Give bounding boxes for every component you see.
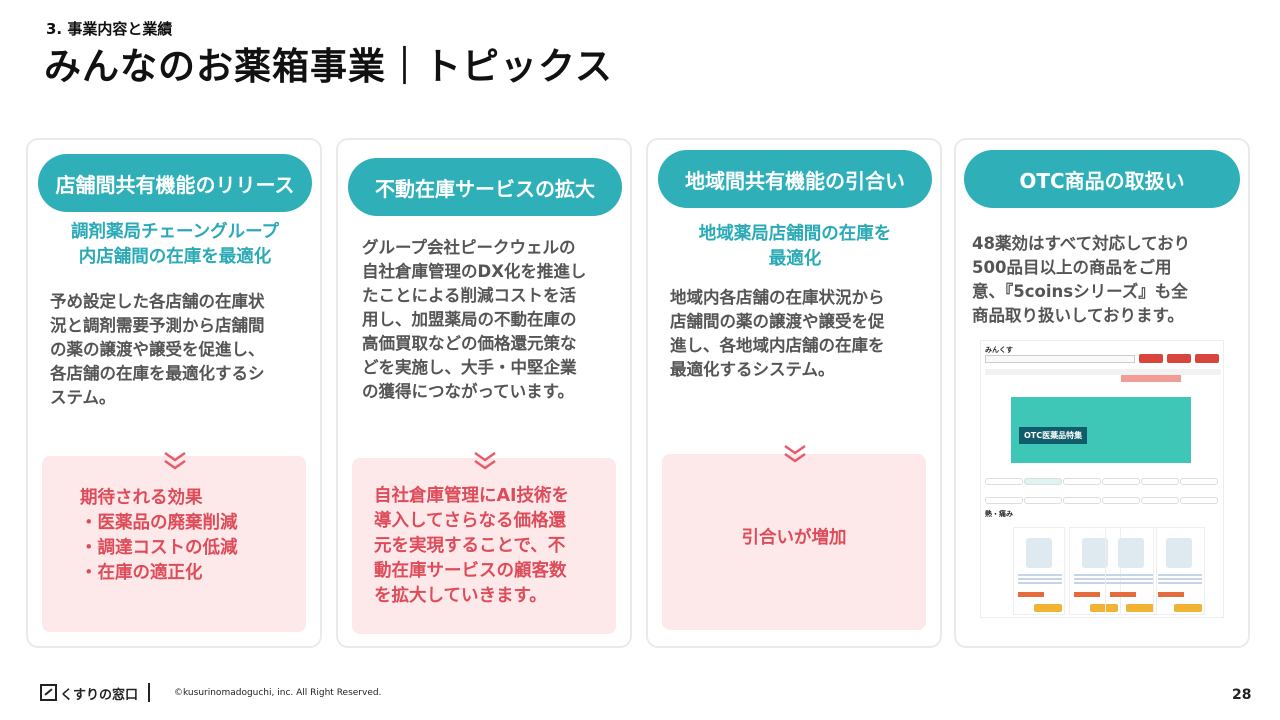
card-body-line: 意、『5coinsシリーズ』も全 bbox=[972, 282, 1188, 301]
result-line: 元を実現することで、不 bbox=[374, 536, 566, 556]
site-tag bbox=[1024, 497, 1062, 504]
site-category-tags bbox=[985, 473, 1221, 511]
site-product-card bbox=[1153, 527, 1205, 615]
card-body-line: ステム。 bbox=[50, 388, 116, 407]
site-points bbox=[1121, 375, 1181, 382]
card-body: 48薬効はすべて対応しており 500品目以上の商品をご用 意、『5coinsシリ… bbox=[972, 232, 1242, 328]
site-tag bbox=[1141, 478, 1179, 485]
card-title-pill: 店舗間共有機能のリリース bbox=[38, 154, 312, 212]
card-body-line: 自社倉庫管理のDX化を推進し bbox=[362, 262, 587, 281]
footer-logo-text: くすりの窓口 bbox=[60, 688, 139, 703]
card-body-line: 況と調剤需要予測から店舗間 bbox=[50, 316, 265, 335]
double-chevron-down-icon bbox=[164, 451, 186, 470]
card-heading-line: 地域薬局店舗間の在庫を bbox=[698, 224, 892, 244]
site-tag bbox=[1180, 497, 1218, 504]
card-body-line: どを実施し、大手・中堅企業 bbox=[362, 358, 577, 377]
footer-divider bbox=[148, 683, 150, 702]
card-body-line: 進し、各地域内店舗の在庫を bbox=[670, 336, 885, 355]
card-body-line: 商品取り扱いしております。 bbox=[972, 306, 1184, 325]
site-tag bbox=[1102, 497, 1140, 504]
result-line: ・調達コストの低減 bbox=[80, 538, 238, 558]
kusurinomadoguchi-logo-icon bbox=[40, 684, 57, 701]
card-heading-line: 最適化 bbox=[768, 249, 822, 269]
card-body-line: 500品目以上の商品をご用 bbox=[972, 258, 1172, 277]
section-label: 3. 事業内容と業績 bbox=[46, 20, 173, 38]
site-tag bbox=[1063, 497, 1101, 504]
card-body-line: 高価買取などの価格還元策な bbox=[362, 334, 577, 353]
site-button bbox=[1139, 354, 1163, 363]
site-button bbox=[1195, 354, 1219, 363]
result-line: 導入してさらなる価格還 bbox=[374, 511, 566, 531]
site-tag bbox=[1141, 497, 1179, 504]
card-body-line: 予め設定した各店舗の在庫状 bbox=[50, 292, 265, 311]
card-body-line: の薬の譲渡や譲受を促進し、 bbox=[50, 340, 265, 359]
card-title-pill: OTC商品の取扱い bbox=[964, 150, 1240, 208]
result-line: ・在庫の適正化 bbox=[80, 563, 203, 583]
result-line: 期待される効果 bbox=[80, 488, 203, 508]
double-chevron-down-icon bbox=[474, 451, 496, 470]
result-text: 期待される効果 ・医薬品の廃棄削減 ・調達コストの低減 ・在庫の適正化 bbox=[80, 486, 300, 586]
card-title-pill: 地域間共有機能の引合い bbox=[658, 150, 932, 208]
result-text: 引合いが増加 bbox=[662, 526, 926, 551]
card-body-line: 店舗間の薬の譲渡や譲受を促 bbox=[670, 312, 885, 331]
topic-card-dead-stock: 不動在庫サービスの拡大 グループ会社ピークウェルの 自社倉庫管理のDX化を推進し… bbox=[336, 138, 632, 648]
result-text: 自社倉庫管理にAI技術を 導入してさらなる価格還 元を実現することで、不 動在庫… bbox=[374, 484, 610, 609]
card-body-line: 最適化するシステム。 bbox=[670, 360, 835, 379]
card-body-line: の獲得につながっています。 bbox=[362, 382, 575, 401]
card-title-pill: 不動在庫サービスの拡大 bbox=[348, 158, 622, 216]
result-box bbox=[662, 454, 926, 630]
site-button bbox=[1167, 354, 1191, 363]
double-chevron-down-icon bbox=[784, 444, 806, 463]
card-body: 予め設定した各店舗の在庫状 況と調剤需要予測から店舗間 の薬の譲渡や譲受を促進し… bbox=[50, 290, 312, 410]
card-body: 地域内各店舗の在庫状況から 店舗間の薬の譲渡や譲受を促 進し、各地域内店舗の在庫… bbox=[670, 286, 932, 382]
site-tag bbox=[1024, 478, 1062, 485]
site-tag bbox=[985, 497, 1023, 504]
page-title: みんなのお薬箱事業｜トピックス bbox=[44, 45, 613, 88]
page-number: 28 bbox=[1232, 687, 1252, 703]
site-banner-title: OTC医薬品特集 bbox=[1019, 427, 1088, 444]
topic-card-regional-sharing: 地域間共有機能の引合い 地域薬局店舗間の在庫を 最適化 地域内各店舗の在庫状況か… bbox=[646, 138, 942, 648]
site-product-card bbox=[1069, 527, 1121, 615]
topic-card-store-sharing: 店舗間共有機能のリリース 調剤薬局チェーングループ 内店舗間の在庫を最適化 予め… bbox=[26, 138, 322, 648]
card-heading-line: 調剤薬局チェーングループ bbox=[70, 222, 280, 242]
result-line: ・医薬品の廃棄削減 bbox=[80, 513, 238, 533]
card-body-line: グループ会社ピークウェルの bbox=[362, 238, 576, 257]
card-body-line: 用し、加盟薬局の不動在庫の bbox=[362, 310, 577, 329]
card-body-line: 各店舗の在庫を最適化するシ bbox=[50, 364, 265, 383]
result-box bbox=[42, 456, 306, 632]
otc-site-screenshot: みんくす OTC医薬品特集 熱・痛み bbox=[980, 340, 1224, 618]
site-logo: みんくす bbox=[985, 346, 1013, 354]
site-section-title: 熱・痛み bbox=[985, 510, 1013, 518]
result-line: 動在庫サービスの顧客数 bbox=[374, 561, 567, 581]
card-heading: 地域薬局店舗間の在庫を 最適化 bbox=[662, 222, 928, 272]
result-line: 引合いが増加 bbox=[741, 528, 847, 548]
site-tag bbox=[985, 478, 1023, 485]
result-box bbox=[352, 458, 616, 634]
site-search-bar bbox=[985, 355, 1135, 363]
card-heading-line: 内店舗間の在庫を最適化 bbox=[78, 247, 272, 267]
site-tag bbox=[1063, 478, 1101, 485]
site-tag bbox=[1180, 478, 1218, 485]
site-nav-bar bbox=[985, 369, 1221, 375]
card-body-line: たことによる削減コストを活 bbox=[362, 286, 577, 305]
site-product-card bbox=[1013, 527, 1065, 615]
card-heading: 調剤薬局チェーングループ 内店舗間の在庫を最適化 bbox=[42, 220, 308, 270]
footer-copyright: ©kusurinomadoguchi, inc. All Right Reser… bbox=[174, 688, 382, 698]
card-body-line: 48薬効はすべて対応しており bbox=[972, 234, 1191, 253]
site-tag bbox=[1102, 478, 1140, 485]
card-body: グループ会社ピークウェルの 自社倉庫管理のDX化を推進し たことによる削減コスト… bbox=[362, 236, 624, 404]
card-body-line: 地域内各店舗の在庫状況から bbox=[670, 288, 885, 307]
site-product-card bbox=[1105, 527, 1157, 615]
result-line: を拡大していきます。 bbox=[374, 586, 547, 606]
result-line: 自社倉庫管理にAI技術を bbox=[374, 486, 570, 506]
